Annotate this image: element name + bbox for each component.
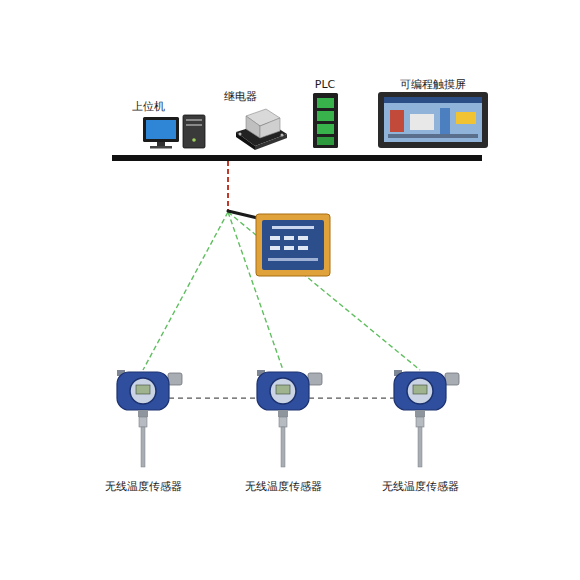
touchscreen-icon <box>378 92 488 148</box>
bus-line <box>112 155 482 161</box>
node-label: 无线温度传感器 <box>93 480 193 493</box>
link-line <box>169 397 257 398</box>
wireless-links <box>143 212 420 370</box>
computer-node: 上位机 <box>128 98 208 150</box>
node-label: 上位机 <box>128 100 168 113</box>
link-line <box>309 397 394 398</box>
sensor-node: 无线温度传感器 <box>117 370 169 412</box>
node-label: 无线温度传感器 <box>370 480 470 493</box>
wired-link <box>227 161 229 211</box>
node-label: 可编程触摸屏 <box>400 78 466 91</box>
sensor-icon <box>394 370 459 467</box>
node-label: 继电器 <box>224 90 264 103</box>
touchscreen-node: 可编程触摸屏 <box>376 76 490 150</box>
node-label: PLC <box>308 78 342 91</box>
plc-icon <box>313 93 338 148</box>
gateway-icon <box>228 211 330 276</box>
relay-node: 继电器 <box>222 88 288 150</box>
sensor-node: 无线温度传感器 <box>394 370 446 412</box>
computer-icon <box>143 115 205 149</box>
sensor-icon <box>257 370 322 467</box>
node-label: 无线温度传感器 <box>233 480 333 493</box>
plc-node: PLC <box>308 76 342 150</box>
sensor-node: 无线温度传感器 <box>257 370 309 412</box>
sensor-icon <box>117 370 182 467</box>
relay-icon <box>236 109 287 150</box>
